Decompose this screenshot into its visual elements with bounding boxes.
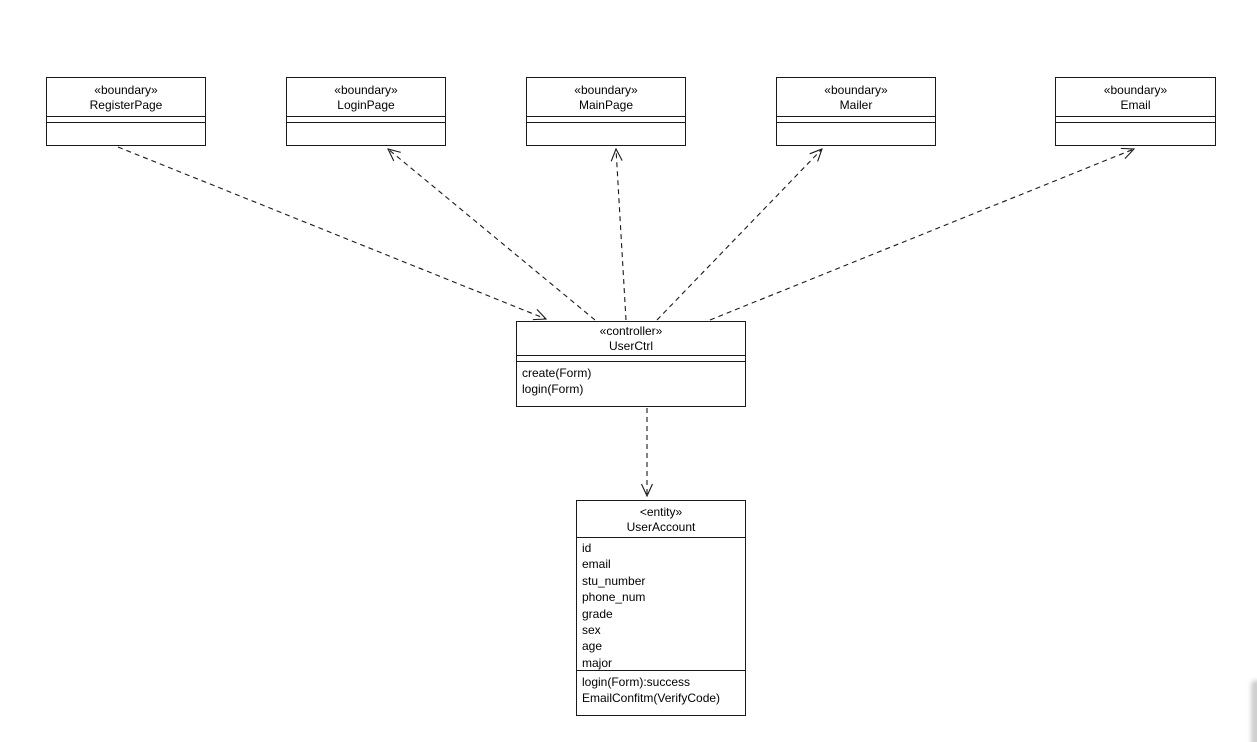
class-title: «boundary» Mailer — [777, 78, 935, 117]
attribute-item: major — [582, 655, 613, 670]
class-userctrl: «controller» UserCtrl create(Form) login… — [516, 321, 746, 407]
attribute-item: id — [582, 541, 592, 555]
attribute-item: age — [582, 639, 603, 654]
class-name: MainPage — [578, 98, 634, 112]
attribute-item: stu_number — [582, 573, 646, 588]
class-stereotype: «boundary» — [1103, 83, 1168, 97]
class-stereotype: <entity» — [639, 505, 683, 519]
method-item: login(Form):success — [582, 675, 691, 689]
dependency-registerpage-userctrl — [117, 146, 546, 319]
class-title: «boundary» MainPage — [527, 78, 685, 117]
attributes-compartment — [527, 117, 685, 123]
class-stereotype: «boundary» — [824, 83, 888, 97]
method-item: login(Form) — [522, 382, 584, 396]
attribute-item: grade — [582, 606, 613, 621]
attributes-compartment — [777, 117, 935, 123]
class-title: «boundary» RegisterPage — [47, 78, 205, 117]
class-title: <entity» UserAccount — [577, 501, 745, 538]
class-mailer: «boundary» Mailer — [776, 77, 936, 146]
operations-compartment — [47, 123, 205, 145]
class-useraccount: <entity» UserAccount id email stu_number… — [576, 500, 746, 716]
class-name: Mailer — [839, 98, 873, 112]
class-mainpage: «boundary» MainPage — [526, 77, 686, 146]
vertical-scrollbar-thumb[interactable] — [1251, 680, 1257, 742]
class-registerpage: «boundary» RegisterPage — [46, 77, 206, 146]
attributes-compartment — [517, 356, 745, 362]
operations-compartment: create(Form) login(Form) — [517, 362, 745, 406]
class-name: UserAccount — [626, 520, 696, 534]
operations-compartment — [1056, 123, 1215, 145]
dependency-userctrl-loginpage — [388, 149, 596, 321]
dependency-userctrl-mailer — [656, 149, 822, 321]
method-item: create(Form) — [522, 366, 592, 380]
operations-compartment — [287, 123, 445, 145]
operations-compartment: login(Form):success EmailConfitm(VerifyC… — [577, 671, 745, 715]
attribute-item: phone_num — [582, 590, 646, 605]
class-stereotype: «boundary» — [94, 83, 158, 97]
class-stereotype: «controller» — [599, 324, 663, 338]
class-email: «boundary» Email — [1055, 77, 1216, 146]
attributes-compartment — [47, 117, 205, 123]
class-title: «boundary» Email — [1056, 78, 1215, 117]
attribute-item: email — [582, 557, 611, 572]
attribute-item: sex — [582, 623, 601, 638]
class-name: LoginPage — [337, 98, 395, 112]
class-title: «boundary» LoginPage — [287, 78, 445, 117]
class-stereotype: «boundary» — [334, 83, 398, 97]
attributes-compartment: id email stu_number phone_num grade sex … — [577, 538, 745, 671]
class-name: RegisterPage — [89, 98, 163, 112]
dependency-userctrl-mainpage — [616, 149, 627, 321]
dependency-userctrl-email — [709, 149, 1134, 321]
class-loginpage: «boundary» LoginPage — [286, 77, 446, 146]
operations-compartment — [777, 123, 935, 145]
class-name: UserCtrl — [609, 339, 653, 353]
class-stereotype: «boundary» — [574, 83, 638, 97]
class-name: Email — [1120, 98, 1151, 112]
class-title: «controller» UserCtrl — [517, 322, 745, 356]
attributes-compartment — [287, 117, 445, 123]
method-item: EmailConfitm(VerifyCode) — [582, 691, 721, 705]
operations-compartment — [527, 123, 685, 145]
attributes-compartment — [1056, 117, 1215, 123]
